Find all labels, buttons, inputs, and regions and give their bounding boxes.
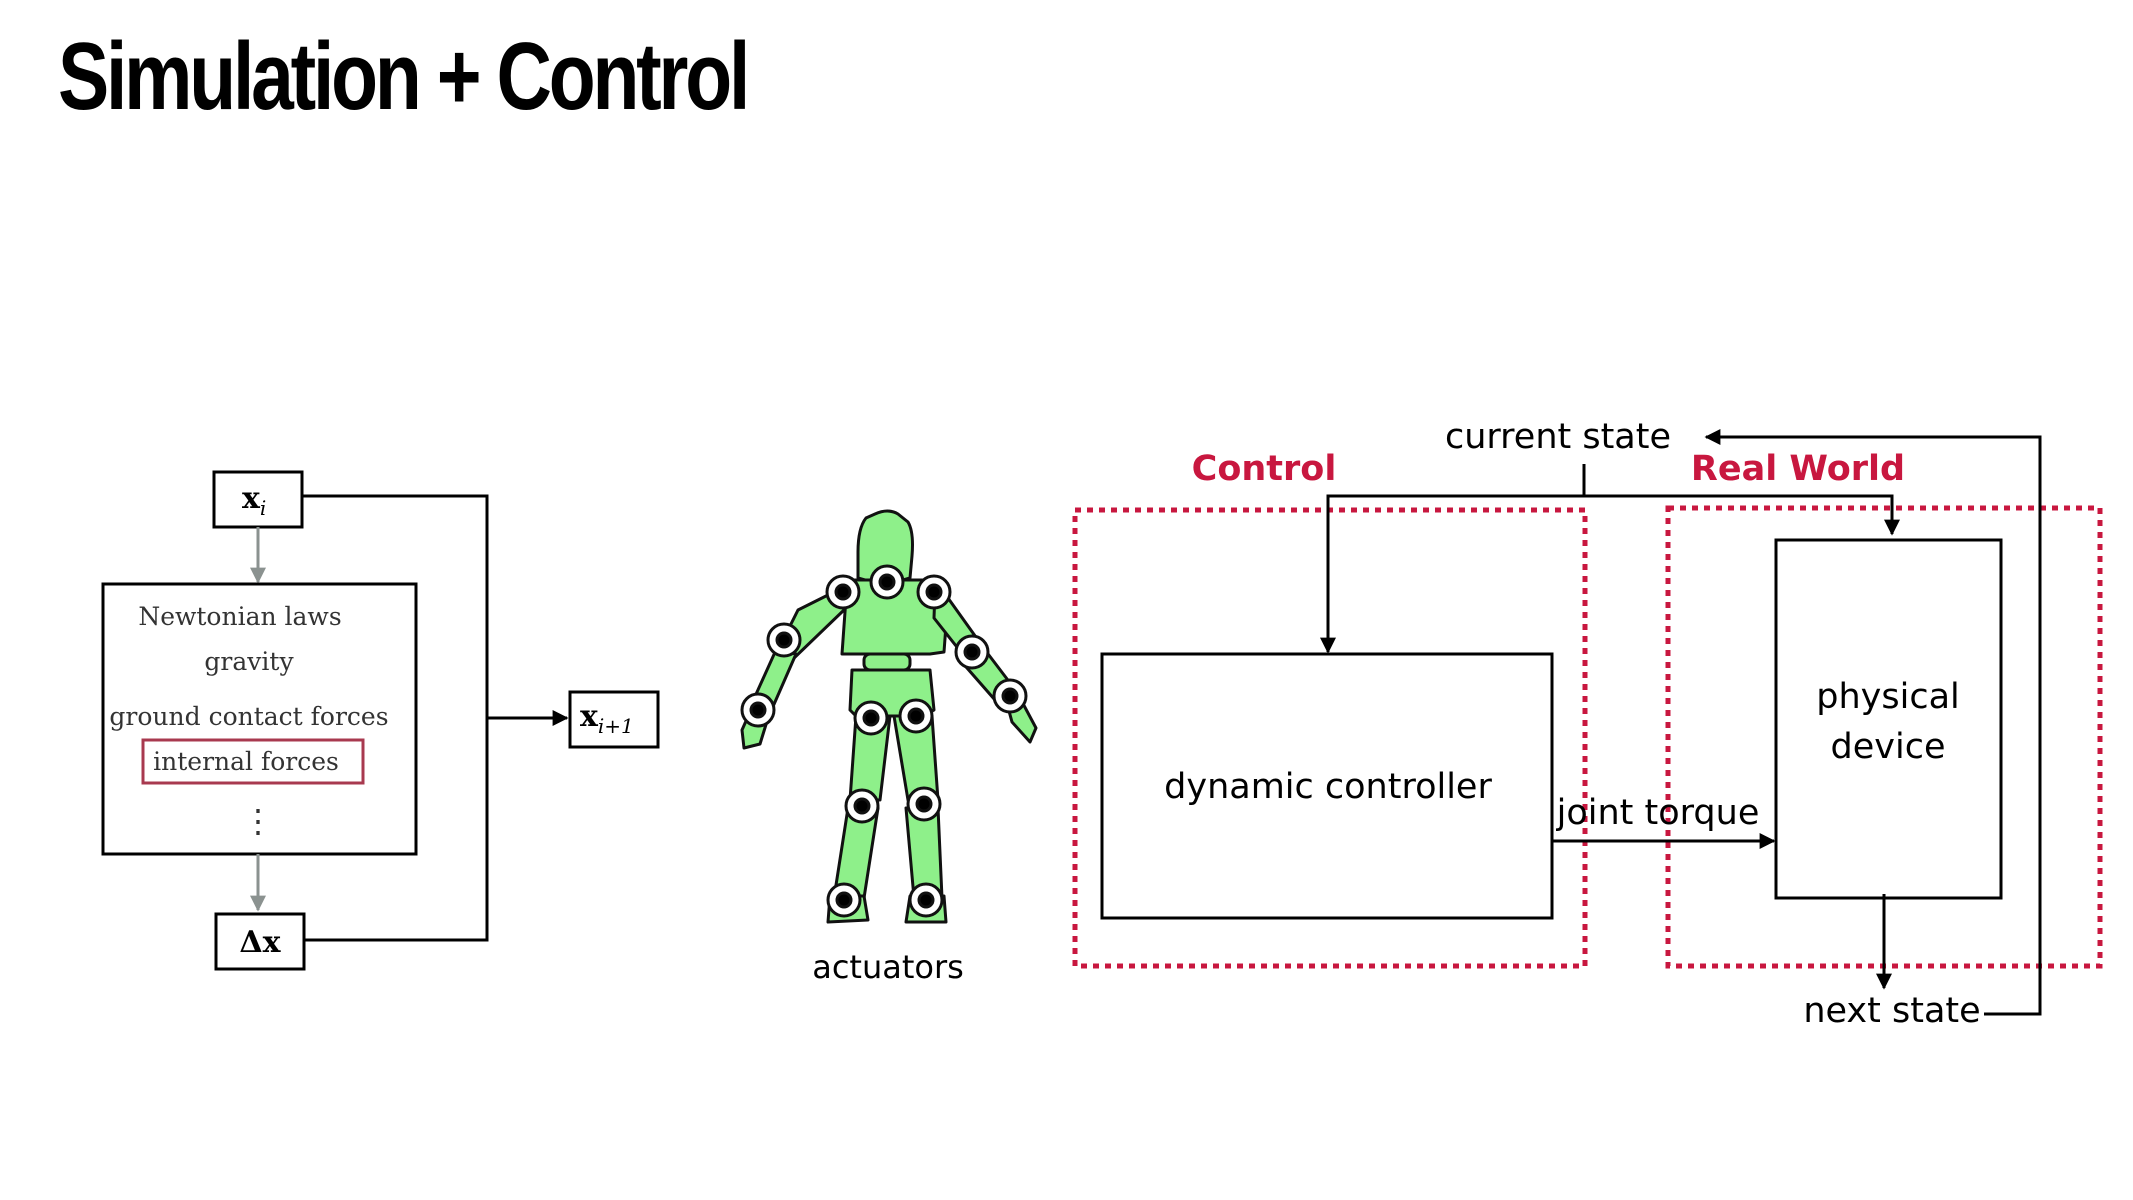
force-internal: internal forces <box>153 747 339 776</box>
joint-left-ankle <box>826 882 862 918</box>
joint-right-hip <box>898 698 934 734</box>
state-xi-box <box>212 470 304 529</box>
actuator-joints <box>740 564 1028 918</box>
force-newtonian-laws: Newtonian laws <box>138 602 341 631</box>
actuators-caption: actuators <box>812 948 964 986</box>
joint-right-elbow <box>954 634 990 670</box>
joint-right-ankle <box>908 882 944 918</box>
state-xnext-box <box>568 690 660 749</box>
forces-box <box>101 582 418 856</box>
forces-ellipsis: ⋮ <box>242 802 274 840</box>
joint-neck <box>869 564 905 600</box>
figure-waist <box>862 652 912 672</box>
internal-forces-highlight-box <box>141 738 365 785</box>
control-region <box>1072 507 1588 969</box>
state-xi-label: xi <box>242 481 266 520</box>
joint-torque-label: joint torque <box>1556 793 1760 833</box>
force-ground-contact: ground contact forces <box>109 702 388 731</box>
simulation-step-diagram: xi Newtonian laws gravity ground contact… <box>101 470 660 971</box>
joint-left-wrist <box>740 692 776 728</box>
dynamic-controller-box <box>1100 652 1554 920</box>
joint-left-shoulder <box>825 574 861 610</box>
physical-device-label-line1: physical <box>1816 677 1960 717</box>
dynamic-controller-label: dynamic controller <box>1164 767 1492 807</box>
joint-left-knee <box>844 788 880 824</box>
physical-device-box <box>1774 538 2003 900</box>
real-world-region-label: Real World <box>1691 449 1905 489</box>
feedback-loop-arrow <box>1704 429 2042 1016</box>
physical-device-label-line2: device <box>1831 727 1946 767</box>
next-state-label: next state <box>1803 991 1980 1031</box>
joint-right-wrist <box>992 678 1028 714</box>
joint-left-elbow <box>766 622 802 658</box>
actuator-figure <box>740 509 1038 924</box>
current-state-to-controller-arrow <box>1320 494 1584 654</box>
joint-right-shoulder <box>916 574 952 610</box>
current-state-to-device-arrow <box>1584 494 1900 536</box>
control-loop-diagram: Control Real World current state dynamic… <box>1072 417 2103 1031</box>
delta-x-label: Δx <box>239 925 281 960</box>
current-state-label: current state <box>1445 417 1671 457</box>
joint-right-knee <box>906 786 942 822</box>
joint-left-hip <box>853 700 889 736</box>
force-gravity: gravity <box>204 647 294 676</box>
delta-x-box <box>214 912 306 971</box>
figure-head <box>856 509 914 584</box>
control-region-label: Control <box>1192 449 1337 489</box>
state-xnext-label: xi+1 <box>580 699 634 738</box>
slide-title: Simulation + Control <box>58 23 750 130</box>
